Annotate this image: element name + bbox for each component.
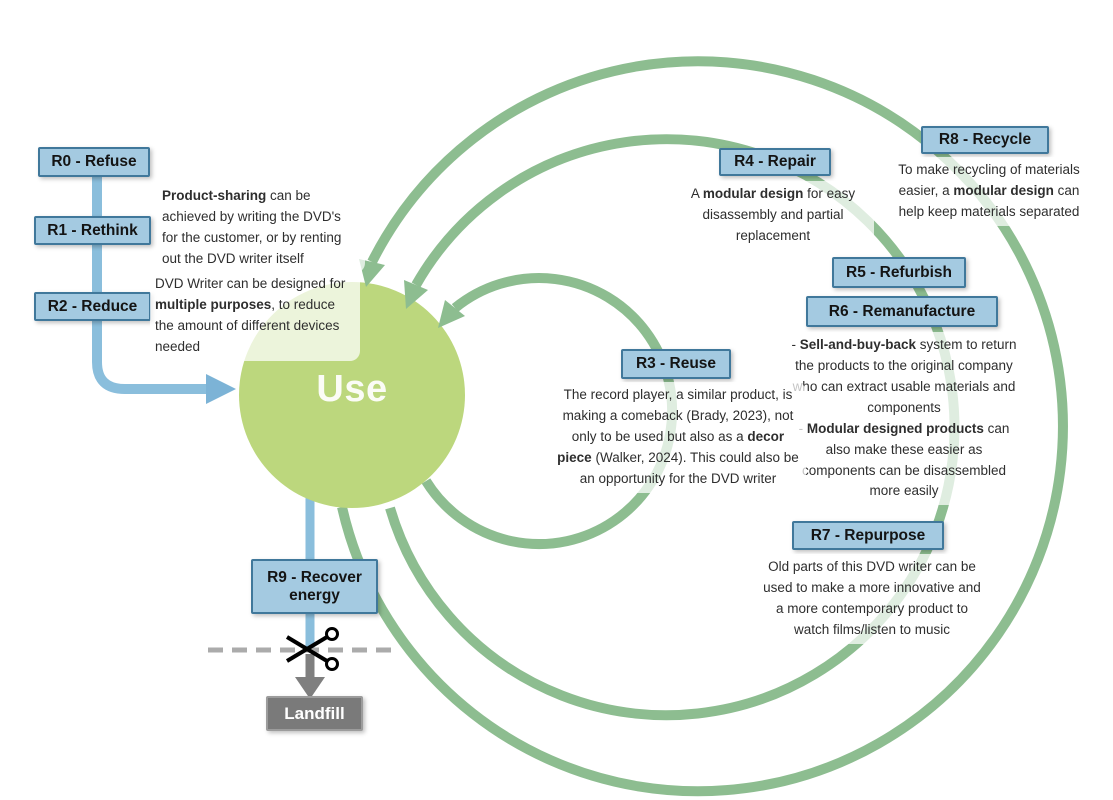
text-segment: for easy disassembly and partial replace… [702, 186, 856, 243]
text-segment: To make recycling of materials easier, a [898, 162, 1080, 198]
note-repair: A modular design for easy disassembly an… [672, 181, 874, 250]
text-segment: A [690, 186, 703, 201]
text-segment: Modular designed products [806, 420, 984, 436]
text-segment: modular design [953, 182, 1054, 198]
box-r9-recover-energy: R9 - Recover energy [251, 559, 378, 614]
note-rethink-product-sharing: Product-sharing can be achieved by writi… [157, 183, 365, 273]
text-segment: system to return the products to the ori… [792, 337, 1017, 415]
text-segment: The record player, a similar product, is… [562, 387, 794, 444]
box-r3-reuse: R3 - Reuse [621, 349, 731, 379]
box-r2-reduce: R2 - Reduce [34, 292, 151, 321]
loop-arrowhead-recycle [359, 259, 385, 287]
text-segment: - [791, 337, 800, 352]
note-refurbish-remanufacture: - Sell-and-buy-back system to return the… [782, 332, 1026, 506]
loop-recycle [337, 56, 1068, 797]
box-r1-rethink: R1 - Rethink [34, 216, 151, 245]
scissors-icon [285, 627, 339, 671]
note-recycle: To make recycling of materials easier, a… [882, 157, 1096, 226]
text-segment: (Walker, 2024). This could also be an op… [579, 449, 799, 486]
text-segment: , to reduce the amount of different devi… [155, 296, 340, 354]
text-segment: Product-sharing [162, 188, 267, 203]
ladder-line [92, 170, 206, 394]
note-reduce-multi-purpose: DVD Writer can be designed for multiple … [150, 271, 360, 361]
text-segment: multiple purposes [155, 296, 272, 312]
text-segment: can be achieved by writing the DVD's for… [162, 188, 342, 266]
box-r8-recycle: R8 - Recycle [921, 126, 1049, 154]
text-segment: Sell-and-buy-back [799, 337, 916, 352]
box-r5-refurbish: R5 - Refurbish [832, 257, 966, 288]
ladder-arrowhead [206, 374, 236, 404]
note-reuse: The record player, a similar product, is… [550, 382, 806, 493]
box-r7-repurpose: R7 - Repurpose [792, 521, 944, 550]
box-r0-refuse: R0 - Refuse [38, 147, 150, 177]
text-segment: can help keep materials separated [898, 182, 1080, 219]
note-repurpose: Old parts of this DVD writer can be used… [757, 554, 987, 644]
text-segment: can also make these easier as components… [801, 420, 1010, 499]
box-r6-remanufacture: R6 - Remanufacture [806, 296, 998, 327]
use-circle-label: Use [316, 368, 388, 410]
loop-arrowhead-reuse [438, 300, 465, 328]
loop-arrowhead-repair [404, 280, 428, 309]
text-segment: DVD Writer can be designed for [155, 276, 346, 291]
box-landfill: Landfill [266, 696, 363, 731]
text-segment: Old parts of this DVD writer can be used… [763, 559, 981, 637]
box-r4-repair: R4 - Repair [719, 148, 831, 176]
landfill-arrowhead [295, 677, 325, 699]
text-segment: modular design [702, 186, 804, 201]
text-segment: decor piece [557, 428, 785, 465]
